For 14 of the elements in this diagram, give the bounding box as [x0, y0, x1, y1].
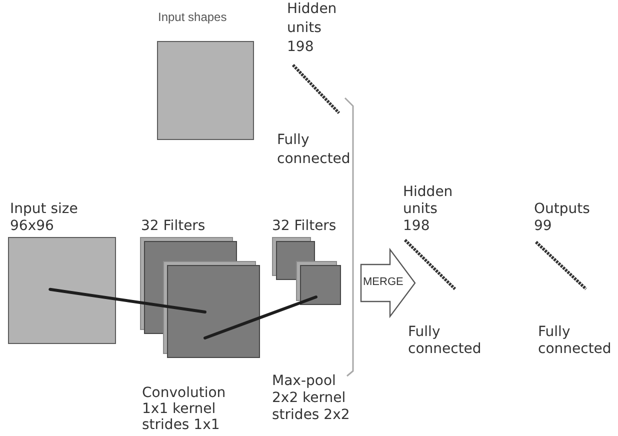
layer-label: Hidden units 198 [287, 0, 338, 57]
layer-label: 32 Filters [141, 218, 206, 235]
layer-caption: Max-pool 2x2 kernel strides 2x2 [272, 373, 351, 424]
connector-line [204, 296, 318, 340]
layer-label: Outputs 99 [534, 201, 591, 235]
layer-label: 32 Filters [272, 218, 338, 235]
layer-caption: Convolution 1x1 kernel strides 1x1 [142, 385, 227, 433]
connector-line [48, 288, 206, 314]
layer-label: Hidden units 198 [403, 184, 454, 235]
layer-caption: Fully connected [277, 131, 352, 169]
layer-label: Input size 96x96 [10, 201, 79, 235]
layer-label: Input shapes [158, 10, 228, 24]
layer-caption: Fully connected [538, 324, 612, 358]
layer-caption: Fully connected [408, 324, 482, 358]
